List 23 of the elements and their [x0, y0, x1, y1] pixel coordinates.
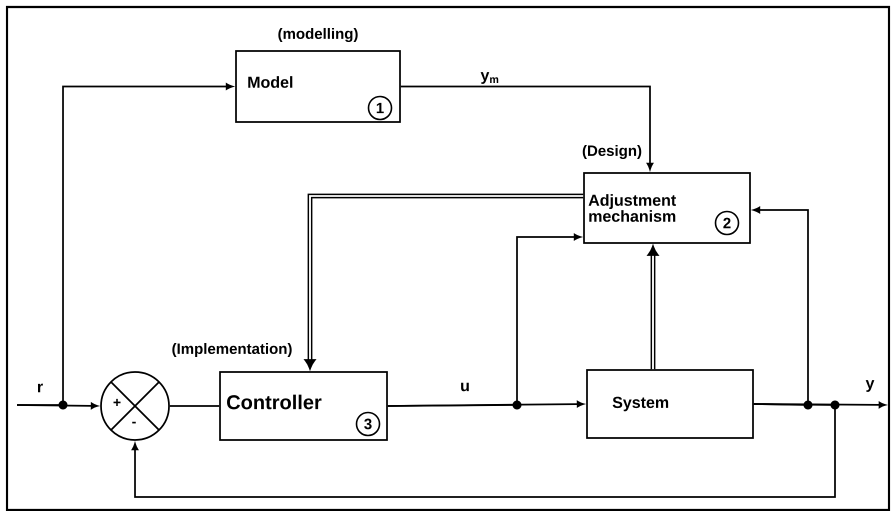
signal-label: r — [36, 382, 44, 394]
sign-label: - — [132, 422, 136, 424]
connector-arrow — [17, 83, 233, 406]
connector-arrow — [132, 403, 836, 498]
signal-label: u — [458, 381, 472, 393]
box-label: Controller — [227, 394, 322, 410]
box-label: Model — [248, 76, 292, 88]
signal-label: y — [864, 378, 876, 394]
box-label: Adjustment mechanism — [588, 194, 676, 222]
connector-arrow — [753, 206, 809, 406]
signal-label: y$_{m}$ — [479, 70, 501, 86]
stage-label: (modelling) — [278, 28, 358, 42]
step-number: 2 — [714, 210, 740, 236]
box-label: System — [612, 396, 668, 412]
stage-label: (Design) — [582, 144, 642, 160]
connector-arrow — [400, 86, 654, 170]
sign-label: + — [114, 398, 121, 406]
connector-arrow — [304, 194, 584, 369]
step-number: 1 — [368, 96, 392, 120]
stage-label: (Implementation) — [172, 343, 292, 357]
connector-arrow — [388, 234, 581, 407]
connector-arrow — [648, 246, 658, 370]
step-number: 3 — [356, 412, 380, 436]
